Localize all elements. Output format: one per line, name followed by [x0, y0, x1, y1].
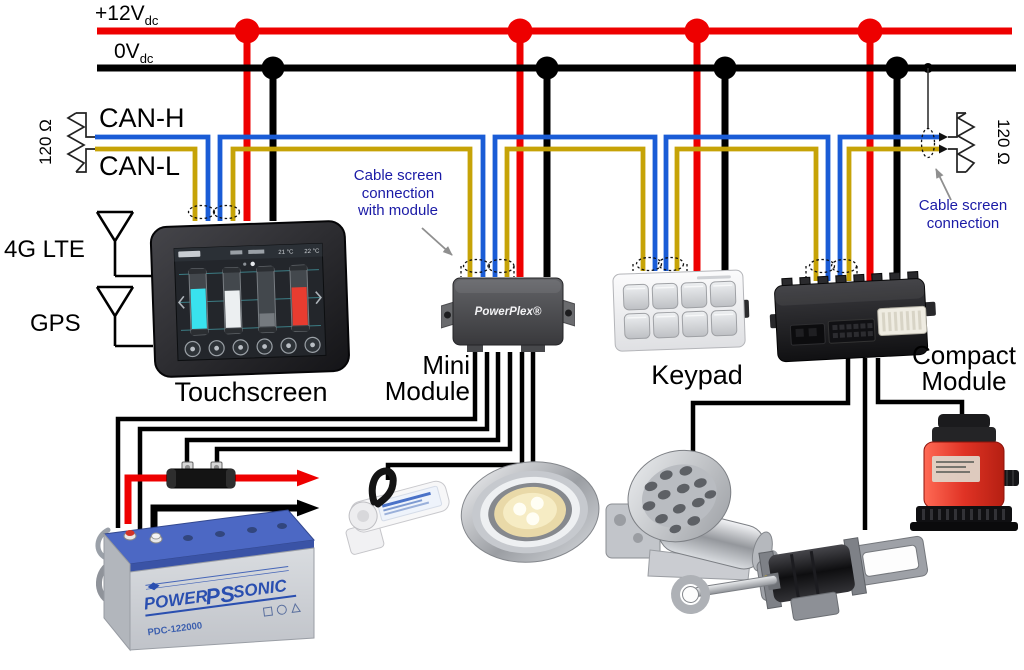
can-l-wire — [95, 146, 941, 281]
shunt-block — [166, 461, 236, 489]
touchscreen-label: Touchscreen — [174, 377, 328, 407]
rail-0v-junction-dots — [261, 56, 933, 80]
winch-drum — [627, 449, 732, 543]
actuator-device — [668, 512, 943, 647]
float-switch-cable — [368, 467, 397, 508]
compact-connector-left — [789, 323, 826, 346]
gps-label: GPS — [30, 310, 81, 337]
tank-fills — [190, 287, 308, 330]
battery-positive-wire — [124, 469, 320, 524]
can-l-label: CAN-L — [99, 151, 181, 181]
compact-module-output-wires — [690, 358, 965, 530]
rail-12v-label: +12Vdc — [95, 2, 159, 29]
float-switch-device — [322, 458, 462, 573]
terminator-right-label: 120 Ω — [994, 119, 1013, 165]
can-h-wire — [95, 134, 941, 281]
compact-module-device — [764, 263, 944, 372]
terminator-left-label: 120 Ω — [36, 119, 55, 165]
mini-module-device: PowerPlex® — [441, 272, 575, 356]
note-arrow-right — [935, 168, 952, 201]
battery-vent-caps — [183, 523, 287, 541]
rail-0v-label: 0Vdc — [114, 40, 154, 67]
cable-screen-note-right: Cable screen connection — [918, 197, 1008, 232]
can-h-label: CAN-H — [99, 103, 185, 133]
battery-negative-terminal — [149, 532, 163, 544]
keypad-keys — [622, 280, 738, 340]
cable-screen-ellipses — [187, 127, 936, 280]
keypad-label: Keypad — [651, 360, 743, 390]
touchscreen-logo — [178, 250, 201, 258]
compact-connector-mid — [827, 318, 876, 344]
lte-antenna-icon — [95, 210, 153, 278]
keypad-brand-mark — [696, 275, 731, 280]
battery-positive-terminal — [123, 530, 137, 541]
bilge-pump-label — [932, 456, 980, 482]
note-arrow-left — [421, 227, 453, 256]
winch-device — [598, 438, 788, 588]
mini-module-brand: PowerPlex® — [475, 306, 542, 318]
downlight-device — [452, 445, 609, 578]
battery-negative-wire — [150, 499, 320, 533]
touchscreen-temp1: 21 °C — [278, 249, 294, 256]
keypad-device — [611, 264, 754, 355]
chevron-right-icon — [315, 291, 322, 305]
rail-12v-junction-dots — [234, 18, 883, 44]
bilge-pump-device — [908, 414, 1020, 539]
resistor-left-icon — [66, 112, 95, 173]
touchscreen-device: 21 °C 22 °C — [147, 217, 353, 386]
battery-device: POWER PS SONIC PDC-122000 — [78, 500, 328, 665]
chevron-left-icon — [177, 295, 185, 309]
gps-antenna-icon — [95, 285, 153, 348]
resistor-right-icon — [948, 112, 976, 173]
resistor-right-arrowheads — [939, 132, 948, 154]
cable-screen-note-left: Cable screen connection with module — [353, 167, 443, 219]
touchscreen-temp2: 22 °C — [304, 249, 320, 256]
lte-label: 4G LTE — [4, 236, 85, 263]
